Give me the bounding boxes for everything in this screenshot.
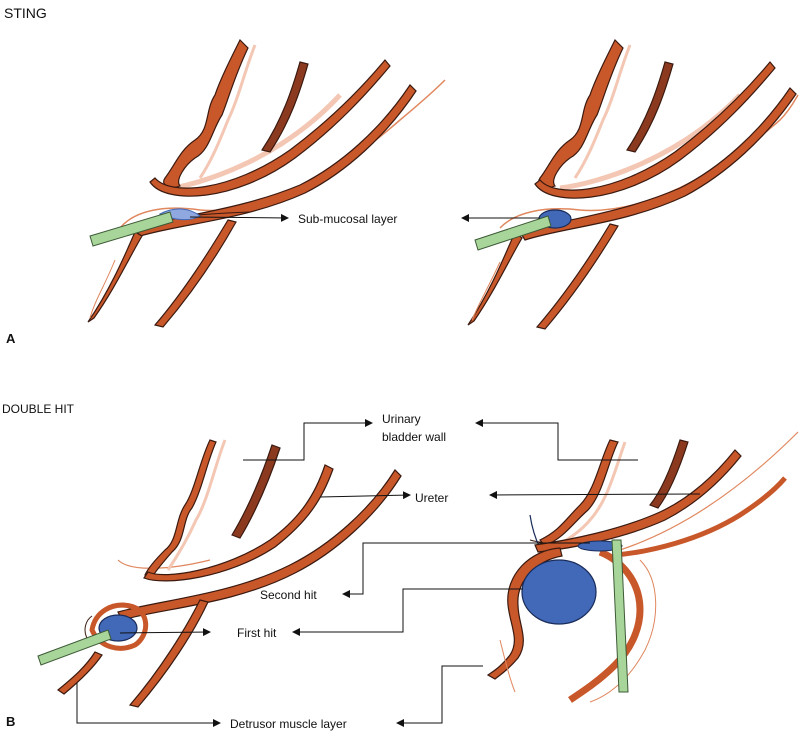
double-hit-right-illustration bbox=[486, 431, 799, 703]
second-hit-leader bbox=[342, 542, 590, 598]
panel-a-letter: A bbox=[6, 331, 16, 346]
ureter bbox=[626, 61, 674, 153]
detrusor-leader-right bbox=[396, 665, 483, 727]
first-hit-leader-right bbox=[292, 588, 523, 636]
first-hit-bleb-large bbox=[521, 559, 597, 625]
panel-a-title: STING bbox=[4, 5, 47, 21]
needle-b-left bbox=[37, 629, 112, 666]
ureter bbox=[649, 439, 689, 509]
panel-a: STING A bbox=[4, 5, 799, 346]
needle-a-left bbox=[89, 211, 174, 247]
ureter-leader-right bbox=[489, 490, 701, 499]
needle-a-right bbox=[474, 215, 552, 251]
bladder-wall-wavy bbox=[538, 38, 624, 189]
label-submucosal: Sub-mucosal layer bbox=[298, 212, 397, 226]
bladder-wall-leader-left bbox=[243, 419, 373, 461]
double-hit-left-illustration bbox=[37, 439, 402, 708]
detrusor-leader-left bbox=[76, 683, 221, 727]
label-first-hit: First hit bbox=[237, 626, 277, 640]
label-second-hit: Second hit bbox=[260, 588, 317, 602]
bladder-wall-outer bbox=[149, 59, 391, 197]
ureter-leader-left bbox=[319, 491, 411, 500]
label-detrusor: Detrusor muscle layer bbox=[230, 717, 347, 731]
bladder-wall-outer bbox=[534, 61, 776, 199]
first-hit-leader-left bbox=[119, 628, 211, 637]
needle-b-right bbox=[611, 539, 629, 693]
panel-b-title: DOUBLE HIT bbox=[2, 402, 75, 416]
sting-before-illustration bbox=[87, 38, 446, 328]
ureter bbox=[261, 61, 309, 153]
ureter bbox=[231, 444, 281, 539]
detrusor-long bbox=[134, 84, 417, 237]
label-bladder-wall-line2: bladder wall bbox=[382, 430, 446, 444]
submucosal-arrow-right bbox=[189, 213, 289, 222]
panel-b-letter: B bbox=[6, 714, 15, 729]
detrusor-long bbox=[519, 87, 797, 241]
label-bladder-wall-line1: Urinary bbox=[382, 412, 421, 426]
bladder-wall-leader-right bbox=[475, 419, 638, 461]
sting-after-illustration bbox=[467, 38, 799, 330]
bladder-wall-wavy bbox=[163, 38, 249, 189]
panel-b: DOUBLE HIT B bbox=[2, 402, 799, 731]
label-ureter: Ureter bbox=[415, 491, 448, 505]
